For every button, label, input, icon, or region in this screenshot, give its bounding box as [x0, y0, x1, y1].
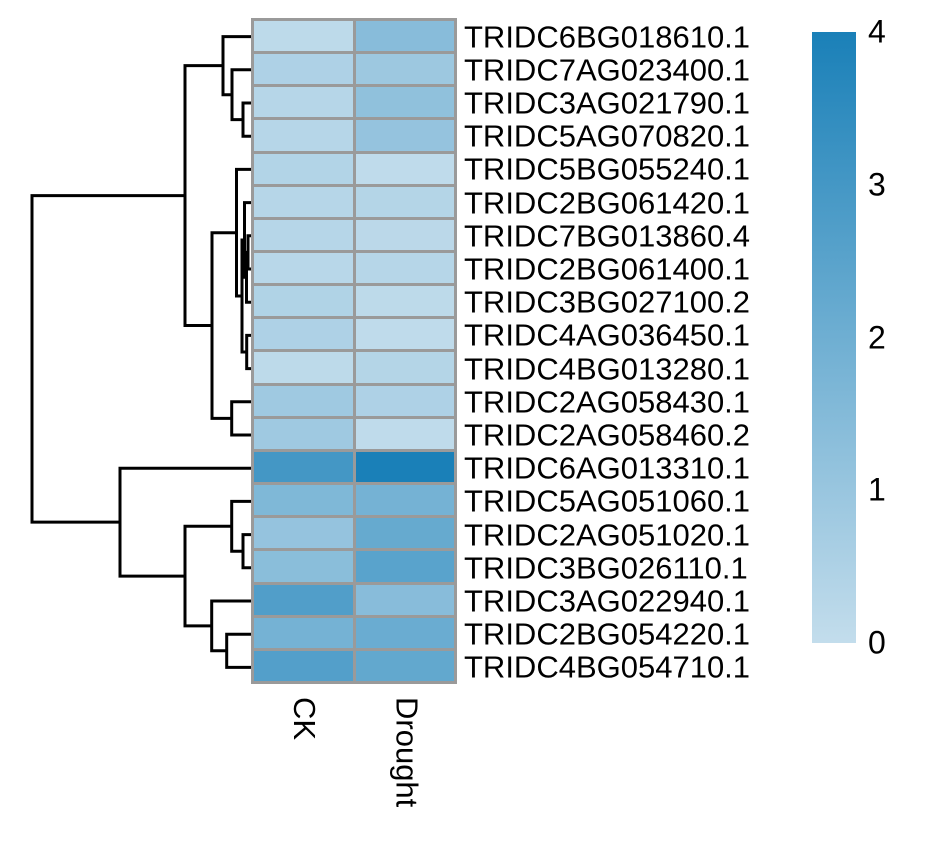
- row-label: TRIDC6BG018610.1: [464, 19, 751, 55]
- heatmap-cell[interactable]: [355, 153, 454, 184]
- heatmap-cell[interactable]: [254, 87, 353, 118]
- row-label: TRIDC6AG013310.1: [464, 450, 751, 486]
- heatmap-grid: [251, 18, 457, 684]
- row-label: TRIDC3BG026110.1: [464, 550, 748, 586]
- heatmap-cell[interactable]: [254, 385, 353, 416]
- column-label-ck: CK: [287, 697, 322, 741]
- row-label: TRIDC3AG021790.1: [464, 85, 751, 121]
- heatmap-cell[interactable]: [355, 54, 454, 85]
- heatmap-cell[interactable]: [254, 120, 353, 151]
- row-label: TRIDC3AG022940.1: [464, 583, 751, 619]
- row-label: TRIDC2AG058430.1: [464, 384, 751, 420]
- heatmap-cell[interactable]: [254, 253, 353, 284]
- colorbar-tick-label: 3: [868, 166, 886, 203]
- heatmap-cell[interactable]: [254, 153, 353, 184]
- heatmap-cell[interactable]: [254, 352, 353, 383]
- row-label: TRIDC4AG036450.1: [464, 317, 751, 353]
- heatmap-cell[interactable]: [355, 650, 454, 681]
- colorbar-tick-label: 2: [868, 319, 886, 355]
- heatmap-cell[interactable]: [254, 219, 353, 251]
- row-label: TRIDC5BG055240.1: [464, 151, 751, 187]
- heatmap-cell[interactable]: [355, 584, 454, 615]
- heatmap-cell[interactable]: [254, 186, 353, 217]
- heatmap-cell[interactable]: [355, 21, 454, 52]
- row-label: TRIDC5AG051060.1: [464, 483, 751, 519]
- colorbar-tick-label: 1: [868, 471, 886, 508]
- heatmap-cell[interactable]: [254, 54, 353, 85]
- heatmap-cell[interactable]: [254, 485, 353, 516]
- row-label: TRIDC7AG023400.1: [464, 52, 751, 88]
- heatmap-cell[interactable]: [355, 385, 454, 416]
- row-label: TRIDC2AG058460.2: [464, 417, 751, 453]
- heatmap-cell[interactable]: [355, 551, 454, 582]
- dendrogram-branches: [30, 35, 251, 669]
- row-label: TRIDC3BG027100.2: [464, 284, 751, 320]
- heatmap-cell[interactable]: [355, 186, 454, 217]
- row-label: TRIDC2BG054220.1: [464, 616, 751, 652]
- row-label: TRIDC2AG051020.1: [464, 517, 751, 553]
- row-label: TRIDC2BG061400.1: [464, 251, 751, 287]
- heatmap-cell[interactable]: [355, 253, 454, 284]
- heatmap-cell[interactable]: [254, 650, 353, 681]
- row-label: TRIDC7BG013860.4: [464, 218, 751, 254]
- heatmap-cell[interactable]: [355, 219, 454, 251]
- heatmap-cell[interactable]: [254, 286, 353, 317]
- heatmap-cell[interactable]: [254, 617, 353, 648]
- heatmap-cell[interactable]: [254, 518, 353, 549]
- heatmap-cell[interactable]: [355, 418, 454, 449]
- heatmap-cell[interactable]: [355, 617, 454, 648]
- row-label: TRIDC2BG061420.1: [464, 185, 751, 221]
- heatmap-cell[interactable]: [355, 518, 454, 549]
- heatmap-cell[interactable]: [254, 21, 353, 52]
- heatmap-cell[interactable]: [355, 319, 454, 350]
- heatmap-cell[interactable]: [355, 120, 454, 151]
- colorbar-tick-label: 0: [868, 624, 886, 661]
- heatmap-cell[interactable]: [355, 286, 454, 317]
- heatmap-cell[interactable]: [254, 551, 353, 582]
- heatmap-cell[interactable]: [254, 418, 353, 449]
- row-label: TRIDC4BG013280.1: [464, 351, 751, 387]
- heatmap-cell[interactable]: [355, 87, 454, 118]
- heatmap-cell[interactable]: [355, 352, 454, 383]
- heatmap-cell[interactable]: [254, 319, 353, 350]
- row-label: TRIDC4BG054710.1: [464, 649, 751, 685]
- heatmap-cell[interactable]: [254, 451, 353, 483]
- heatmap-cell[interactable]: [355, 451, 454, 483]
- colorbar-tick-label: 4: [868, 13, 886, 50]
- heatmap-cell[interactable]: [355, 485, 454, 516]
- row-label: TRIDC5AG070820.1: [464, 118, 751, 154]
- heatmap-cell[interactable]: [254, 584, 353, 615]
- column-label-drought: Drought: [389, 697, 425, 808]
- colorbar: [812, 32, 856, 643]
